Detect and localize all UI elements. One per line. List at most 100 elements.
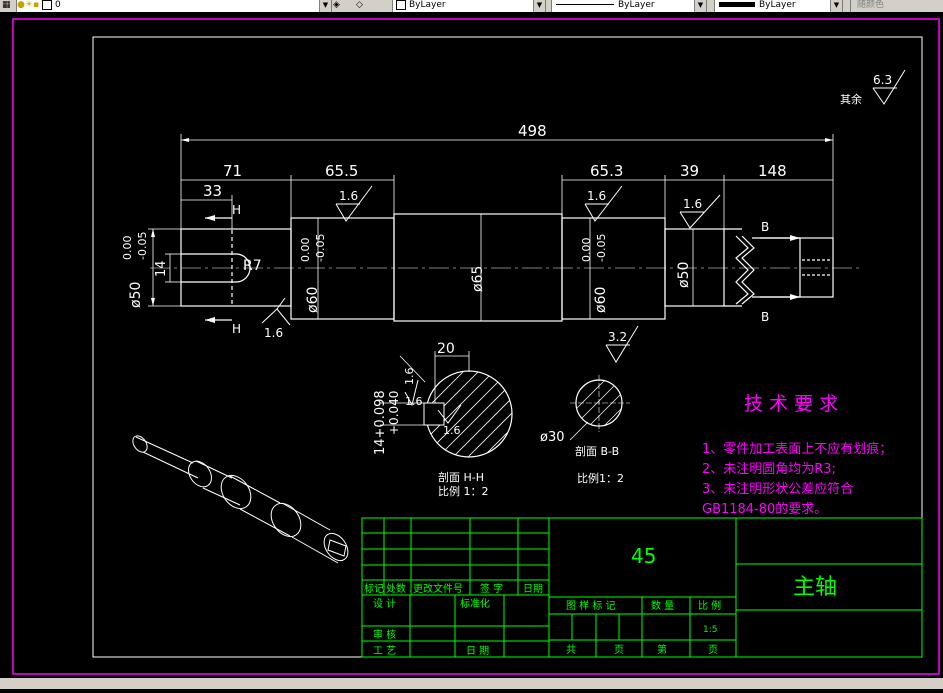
dim-148: 148 [758,162,787,180]
color-swatch [396,0,406,10]
date-label: 日 期 [466,645,489,657]
dim-dia60-right-tol-upper: 0.00 [580,238,593,263]
roughness-1: 1.6 [339,189,358,203]
scale-value: 1:5 [703,625,717,635]
section-letter-b-top: B [761,220,769,234]
dim-keyway-tol2: +0.040 [387,391,401,435]
dim-65-3: 65.3 [590,162,623,180]
dim-dia60-left-tol-upper: 0.00 [299,238,312,263]
material-value: 45 [631,544,656,568]
process-label: 工 艺 [373,645,396,657]
sheet-no-label: 第 [657,643,667,656]
roughness-6: 1.6 [405,395,423,408]
roughness-4: 1.6 [264,326,283,340]
chevron-down-icon[interactable]: ▼ [694,0,706,12]
design-label: 设 计 [373,597,396,610]
layer-previous-icon[interactable]: ◇ [356,0,363,10]
section-bb-title: 剖面 B-B [575,444,619,458]
roughness-5: 1.6 [403,368,416,386]
sheet-outer-border [12,18,940,675]
roughness-2: 1.6 [587,189,606,203]
chevron-down-icon[interactable]: ▼ [533,0,545,12]
section-bb-scale: 比例1：2 [577,471,624,485]
section-markers [205,217,800,321]
dim-39: 39 [680,162,699,180]
roughness-7: 1.6 [443,424,461,437]
drawing-svg: 其余 6.3 [12,18,940,675]
chevron-down-icon[interactable]: ▼ [830,0,842,12]
chevron-down-icon[interactable]: ▼ [319,0,331,12]
quantity-label: 数 量 [651,599,674,612]
dim-total-length: 498 [518,122,547,140]
part-name: 主轴 [793,575,837,600]
lock-icon: ▪ [32,0,40,10]
rest-roughness-value: 6.3 [873,73,892,87]
layer-name: 0 [55,0,61,10]
dim-dia60-left: ø60 [305,287,321,313]
section-bb-view [569,325,639,441]
dim-dia60-right: ø60 [593,287,609,313]
dim-dia50-left-tol-upper: 0.00 [121,236,134,261]
isometric-shaft-view [132,435,349,564]
dim-r7: R7 [243,258,262,274]
rev-header-sign: 签 字 [480,582,503,595]
shaft-section-phi50-left [180,228,292,307]
dim-dia50-left-tol-lower: -0.05 [136,232,149,260]
section-hh-title: 剖面 H-H [438,470,484,484]
section-letter-h-bottom: H [232,322,241,336]
dimension-lines [148,134,834,321]
layer-manager-icon[interactable]: ▦ [2,0,11,10]
dim-keyway-tol: 14+0.098 [373,390,388,455]
dimension-arrows [151,138,833,306]
shaft-section-phi60-right [561,217,666,320]
section-hh-scale: 比例 1：2 [438,484,489,498]
section-arrowheads [205,215,800,323]
section-hh-view [380,351,513,458]
dim-dia50-right: ø50 [676,262,692,288]
roughness-8: 3.2 [608,330,627,344]
shaft-section-phi50-right [664,228,725,307]
stage-mark-label: 图 样 标 记 [566,599,616,612]
dim-dia60-left-tol-lower: -0.05 [314,234,327,262]
tech-req-item-4: GB1184-80的要求。 [702,501,827,517]
rev-header-mark: 标记 [364,583,384,595]
linetype-value: ByLayer [618,0,655,10]
plotstyle-value: 随颜色 [857,0,885,10]
review-label: 审 核 [373,628,396,641]
bulb-icon: ● [17,0,25,10]
linetype-combo[interactable]: ByLayer ▼ [551,0,707,12]
dim-dia60-right-tol-lower: -0.05 [595,234,608,262]
sheet-unit-2: 页 [708,644,718,656]
lineweight-combo[interactable]: ByLayer ▼ [714,0,843,12]
dim-dia50-left: ø50 [128,282,144,308]
total-sheets-label: 共 [566,644,576,656]
layer-combo[interactable]: ●☀▪0 ▼ [16,0,332,12]
properties-toolbar: ▦ ●☀▪0 ▼ ◈ ◇ ByLayer ▼ ByLayer ▼ ByLayer… [0,0,943,13]
shaft-end-section [799,237,834,298]
dim-dia30: ø30 [540,430,565,445]
make-object-layer-current-icon[interactable]: ◈ [333,0,340,10]
rev-header-date: 日期 [523,583,543,595]
dim-key-width-14: 14 [154,260,169,277]
color-combo[interactable]: ByLayer ▼ [392,0,546,12]
rest-label: 其余 [840,92,862,106]
color-value: ByLayer [409,0,446,10]
dim-keyway-20: 20 [437,341,455,357]
drawing-canvas[interactable]: 其余 6.3 [0,12,943,689]
sheet-unit-1: 页 [614,644,624,656]
layer-color-swatch [42,0,53,10]
linetype-preview [556,4,614,5]
tech-requirements-title: 技 术 要 求 [744,393,838,415]
dim-33: 33 [203,182,222,200]
status-bar [0,678,943,689]
tech-req-item-3: 3、未注明形状公差应符合 [702,481,853,497]
rev-header-docno: 更改文件号 [413,582,463,595]
dim-65-5: 65.5 [325,162,358,180]
dim-dia65: ø65 [470,266,486,292]
section-letter-b-bottom: B [761,310,769,324]
roughness-symbols-main [261,185,721,326]
roughness-3: 1.6 [683,197,702,211]
shaft-main-view [180,213,834,322]
tech-req-item-2: 2、未注明圆角均为R3; [702,462,836,477]
dim-71: 71 [223,162,242,180]
